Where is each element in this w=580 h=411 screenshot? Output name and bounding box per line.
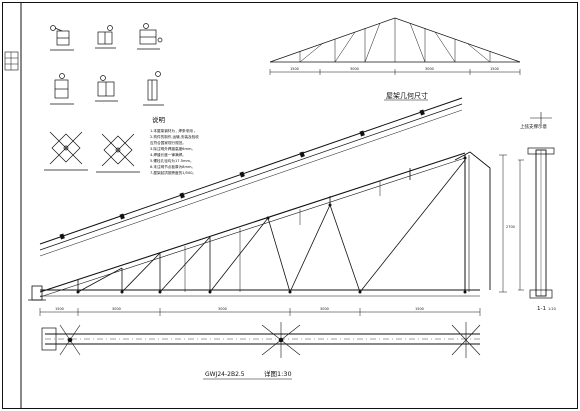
notes-title: 说明 [152,115,166,124]
bottom-dimensions: 1500 3000 3000 3000 1500 [55,307,424,311]
bottom-dimension-line [39,308,481,316]
note-line: 4.焊缝长度一律满焊。 [150,152,186,157]
geometry-dim: 1500 [290,67,299,71]
top-chord-inner [39,157,466,298]
top-chord [39,152,466,293]
gusset-detail-right [96,133,140,173]
notes-block: 说明 1.本屋架钢材为 , 焊条采用 。 2.构件的制作,运输,安装及验收 应符… [150,115,199,175]
joint-detail-2 [95,25,116,49]
section-title: 1-1 [537,306,546,312]
left-support [28,285,46,301]
bottom-chord-plan [41,327,480,351]
note-line: 3.除注明外焊缝高度6mm。 [150,146,195,151]
gusset-detail-left [44,131,88,171]
note-line: 7.屋架起拱按跨度的1/500。 [150,170,196,175]
geometry-dim: 1500 [490,67,499,71]
joint-detail-3 [137,23,163,50]
height-dimension [499,154,507,293]
geometry-dim: 3000 [425,67,434,71]
rafter-top-line [39,97,463,245]
plan-brace-detail-1 [59,324,81,356]
plan-brace-detail-2 [261,322,301,358]
dim-label: 3000 [112,307,121,311]
note-line: 2.构件的制作,运输,安装及验收 [150,134,199,139]
title-block-marks [4,51,19,71]
truss-nodes [76,156,467,294]
geometry-dimensions: 1500 3000 3000 1500 [290,67,499,71]
joint-detail-5 [95,75,118,102]
joint-detail-1 [50,25,74,51]
dim-label: 1500 [55,307,64,311]
note-line: 1.本屋架钢材为 , 焊条采用 。 [150,128,198,133]
plan-brace-detail-3 [451,322,481,358]
dim-label: 3000 [218,307,227,311]
dim-label: 1500 [415,307,424,311]
truss-main-scale: 详图1:30 [264,369,292,378]
truss-geometry-diagram [269,17,521,75]
brace-detail-title: 上弦支撑示意 [520,123,547,130]
note-line: 5.螺栓孔径均为17.5mm。 [150,158,194,163]
rafter-inner-line [39,103,463,251]
section-1-1 [518,147,555,299]
geometry-dim: 3000 [350,67,359,71]
height-dim-label: 2700 [506,225,515,229]
section-scale: 1:20 [548,307,556,311]
joint-detail-6 [143,71,164,106]
note-line: 6.未注明节点板厚为8mm。 [150,164,195,169]
rafter-purlin-line [39,109,463,257]
ridge-end [454,151,491,290]
truss-main-title: GWJ24-2B2.5 [205,371,245,378]
web-members [77,159,466,293]
main-truss-elevation [39,97,491,298]
joint-detail-4 [50,73,74,105]
dim-label: 3000 [320,307,329,311]
note-line: 应符合国家现行规范。 [150,140,186,145]
geometry-title: 屋架几何尺寸 [386,91,428,100]
purlins [59,109,425,240]
brace-detail-symbol [530,112,552,124]
